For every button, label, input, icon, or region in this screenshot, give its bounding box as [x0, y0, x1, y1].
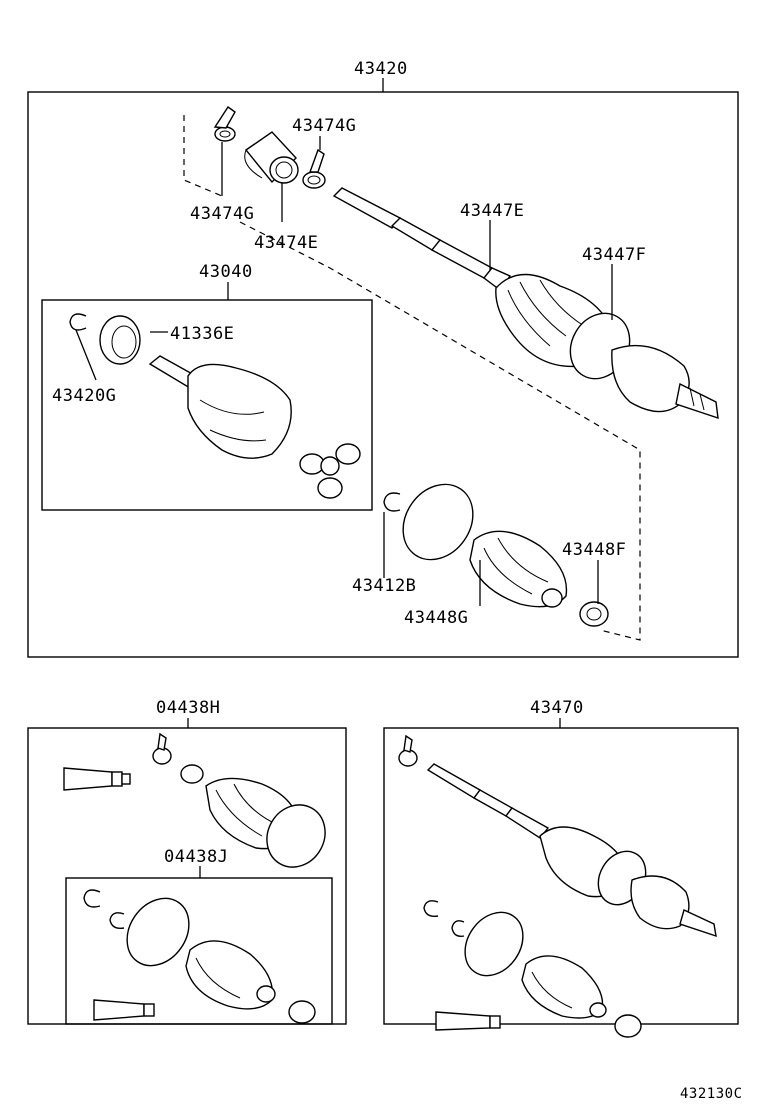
label-04438H[interactable]: 04438H: [156, 698, 220, 718]
collar-icon: [180, 764, 204, 784]
label-43447F[interactable]: 43447F: [582, 245, 646, 265]
main-assembly-frame: [27, 91, 739, 658]
drive-shaft-icon: [332, 187, 719, 420]
clamp-icon-4: [288, 1000, 316, 1024]
band-ring-icon: [402, 483, 474, 561]
clamp-small-icon: [579, 601, 609, 627]
outer-boot-icon: [205, 777, 326, 868]
label-43420G[interactable]: 43420G: [52, 386, 116, 406]
label-43448F[interactable]: 43448F: [562, 540, 626, 560]
label-43470[interactable]: 43470: [530, 698, 584, 718]
snap-ring-6-icon: [451, 920, 465, 938]
label-43474G-left[interactable]: 43474G: [190, 204, 254, 224]
snap-ring-5-icon: [423, 900, 439, 918]
inner-boot-icon: [244, 131, 299, 184]
main-assembly-group: 43420 43474G 43474G 43474E: [27, 59, 739, 658]
drive-shaft-icon-2: [426, 763, 717, 938]
grease-tube-icon: [63, 767, 131, 791]
seal-icon: [99, 315, 141, 365]
label-43420[interactable]: 43420: [354, 59, 408, 79]
label-43448G[interactable]: 43448G: [404, 608, 468, 628]
inner-boot-icon-4: [521, 955, 607, 1019]
inboard-joint-frame: [41, 299, 373, 511]
kit-outer-group: 04438H 04438J: [27, 698, 347, 1025]
snap-ring-3-icon: [83, 889, 101, 908]
figure-code: 432130C: [680, 1086, 743, 1102]
label-43412B[interactable]: 43412B: [352, 576, 416, 596]
tripod-housing-icon: [148, 355, 292, 459]
clamp-icon-3: [152, 732, 172, 765]
tripod-icon: [299, 443, 361, 499]
inner-boot-icon-3: [185, 940, 276, 1010]
clamp-icon-6: [614, 1014, 642, 1038]
label-43040[interactable]: 43040: [199, 262, 253, 282]
kit-inner-frame: [65, 877, 333, 1025]
band-ring-3-icon: [464, 911, 524, 977]
clamp-icon-5: [398, 734, 418, 767]
label-43474E[interactable]: 43474E: [254, 233, 318, 253]
label-41336E[interactable]: 41336E: [170, 324, 234, 344]
shaft-assy-group: 43470: [383, 698, 739, 1038]
grease-tube-icon-2: [93, 999, 155, 1021]
grease-tube-icon-3: [435, 1011, 501, 1031]
snap-ring-4-icon: [109, 912, 125, 930]
shaft-assy-frame: [383, 727, 739, 1025]
label-43474G-top[interactable]: 43474G: [292, 116, 356, 136]
clamp-icon-2: [302, 148, 326, 189]
label-04438J[interactable]: 04438J: [164, 847, 228, 867]
label-43447E[interactable]: 43447E: [460, 201, 524, 221]
snap-ring-2-icon: [383, 492, 401, 512]
inner-boot-icon-2: [469, 530, 568, 608]
clamp-icon: [213, 106, 236, 142]
snap-ring-icon: [69, 313, 87, 331]
band-ring-2-icon: [126, 897, 190, 967]
